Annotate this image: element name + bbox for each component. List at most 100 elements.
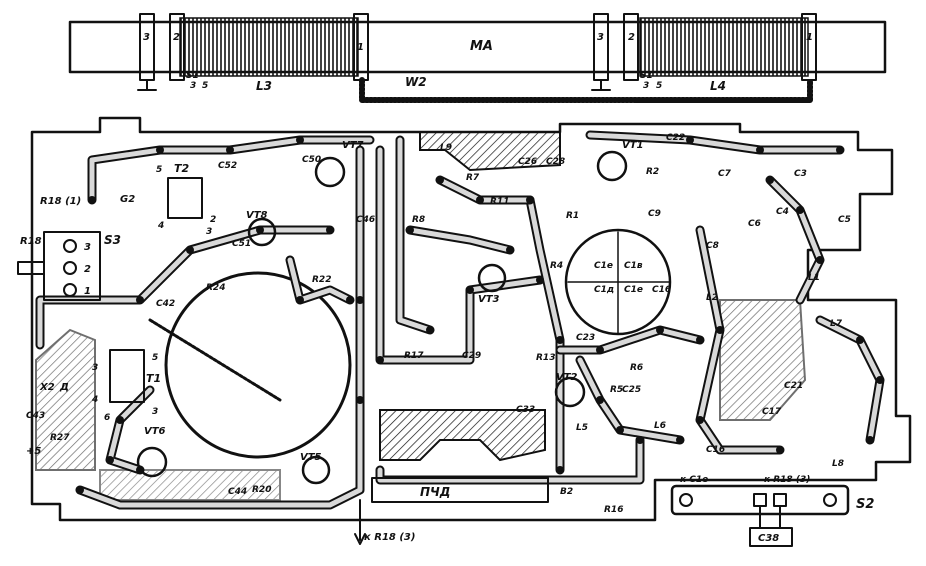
label-c33: C33 [516,405,535,415]
label-c17: C17 [762,407,782,417]
label-c22: C22 [666,133,685,143]
t1-pin-3b: 3 [152,407,158,417]
transistor-vt8 [247,217,277,247]
label-r4: R4 [550,261,563,271]
label-r13: R13 [536,353,555,363]
label-s3: S3 [104,233,121,247]
jack-pin-3: 3 [84,242,91,253]
coil-l4-lug-2 [623,13,639,81]
jack-pin-1: 1 [84,286,91,297]
pin-3-label: 3 [597,32,604,43]
jack-s3-body [43,231,101,301]
label-k-r18-3-bottom: к R18 (3) [364,532,415,543]
pin-1-label: 1 [357,42,364,53]
label-r2: R2 [646,167,659,177]
copper-zone-left [35,328,96,471]
label-l6: L6 [654,421,666,431]
label-plus5: +5 [26,446,41,457]
s1-label: S1 [640,71,653,81]
transistor-vt6 [136,446,168,478]
jack-plug [17,261,45,275]
label-b2: B2 [560,487,573,497]
label-c4: C4 [776,207,789,217]
speaker-magnet-cutout [164,271,352,459]
label-k-r18-3-switch: к R18 (3) [764,475,810,485]
pin-2-label: 2 [173,32,180,43]
pin-3-label: 3 [143,32,150,43]
t2-pin-3: 3 [206,227,212,237]
label-c51: C51 [232,239,251,249]
label-c43: C43 [26,411,45,421]
transistor-vt7 [314,156,346,188]
copper-zone-center-bottom [379,409,546,462]
label-vt3: VT3 [478,294,500,305]
label-r22: R22 [312,275,331,285]
label-r24: R24 [206,283,225,293]
label-g2: G2 [120,194,135,205]
label-c38: C38 [758,533,779,544]
label-c50: C50 [302,155,321,165]
ferrite-rod [68,20,887,74]
capacitor-c38-box [749,527,793,547]
copper-zone-right [719,299,807,421]
antenna-wire-w2 [359,77,813,103]
label-vt5: VT5 [300,452,322,463]
label-c28: C28 [546,157,565,167]
coil-l4-lug-1 [593,13,609,81]
wire-w2-label: W2 [405,75,427,89]
label-r18: R18 [20,236,42,247]
label-r16: R16 [604,505,623,515]
transformer-t1 [109,349,145,403]
label-c1e-b: C1е [624,285,643,295]
label-c16-top: C16 [652,285,671,295]
label-c3: C3 [794,169,807,179]
label-c1v: C1в [624,261,643,271]
label-c1e-a: C1е [594,261,613,271]
label-c21: C21 [784,381,803,391]
label-r20: R20 [252,485,271,495]
label-c16: C16 [706,445,725,455]
s1-label: S1 [186,71,199,81]
label-t1: T1 [146,372,161,385]
label-c25: C25 [622,385,641,395]
label-vt2: VT2 [556,372,578,383]
label-l8: L8 [832,459,844,469]
t2-pin-5: 5 [156,165,162,175]
solder-pads [76,136,884,494]
label-c29: C29 [462,351,481,361]
transistor-vt2 [554,376,586,408]
coil-l3-lug-2 [169,13,185,81]
label-l7: L7 [830,319,843,329]
label-r27: R27 [50,433,70,443]
coil-l4-winding [639,17,809,77]
pin-3-label: 3 [190,81,196,91]
t1-pin-6: 6 [104,413,110,423]
label-c5: C5 [838,215,851,225]
label-c44: C44 [228,487,247,497]
transistor-vt5 [301,455,331,485]
pin-2-label: 2 [628,32,635,43]
ferrite-antenna: MA L3 L4 W2 3 2 1 3 2 1 S1 3 5 S1 3 5 [68,13,887,103]
label-c42: C42 [156,299,175,309]
label-l2: L2 [706,293,718,303]
label-l9: L9 [440,143,452,153]
copper-zone-top-center [419,131,561,172]
label-c8: C8 [706,241,719,251]
label-r6: R6 [630,363,643,373]
t1-pin-5: 5 [152,353,158,363]
t1-pin-4: 4 [91,395,98,405]
coil-l3-label: L3 [256,79,272,93]
label-c7: C7 [718,169,732,179]
label-r18-1: R18 (1) [40,196,81,207]
copper-zone-bottom-left [99,469,281,501]
board-label: ПЧД [420,485,450,499]
label-c1d: C1д [594,285,614,295]
pin-5-label: 5 [656,81,662,91]
label-r11: R11 [490,197,509,207]
label-l5: L5 [576,423,588,433]
label-r1: R1 [566,211,579,221]
coil-l3-winding [179,17,359,77]
transformer-t2 [167,177,203,219]
